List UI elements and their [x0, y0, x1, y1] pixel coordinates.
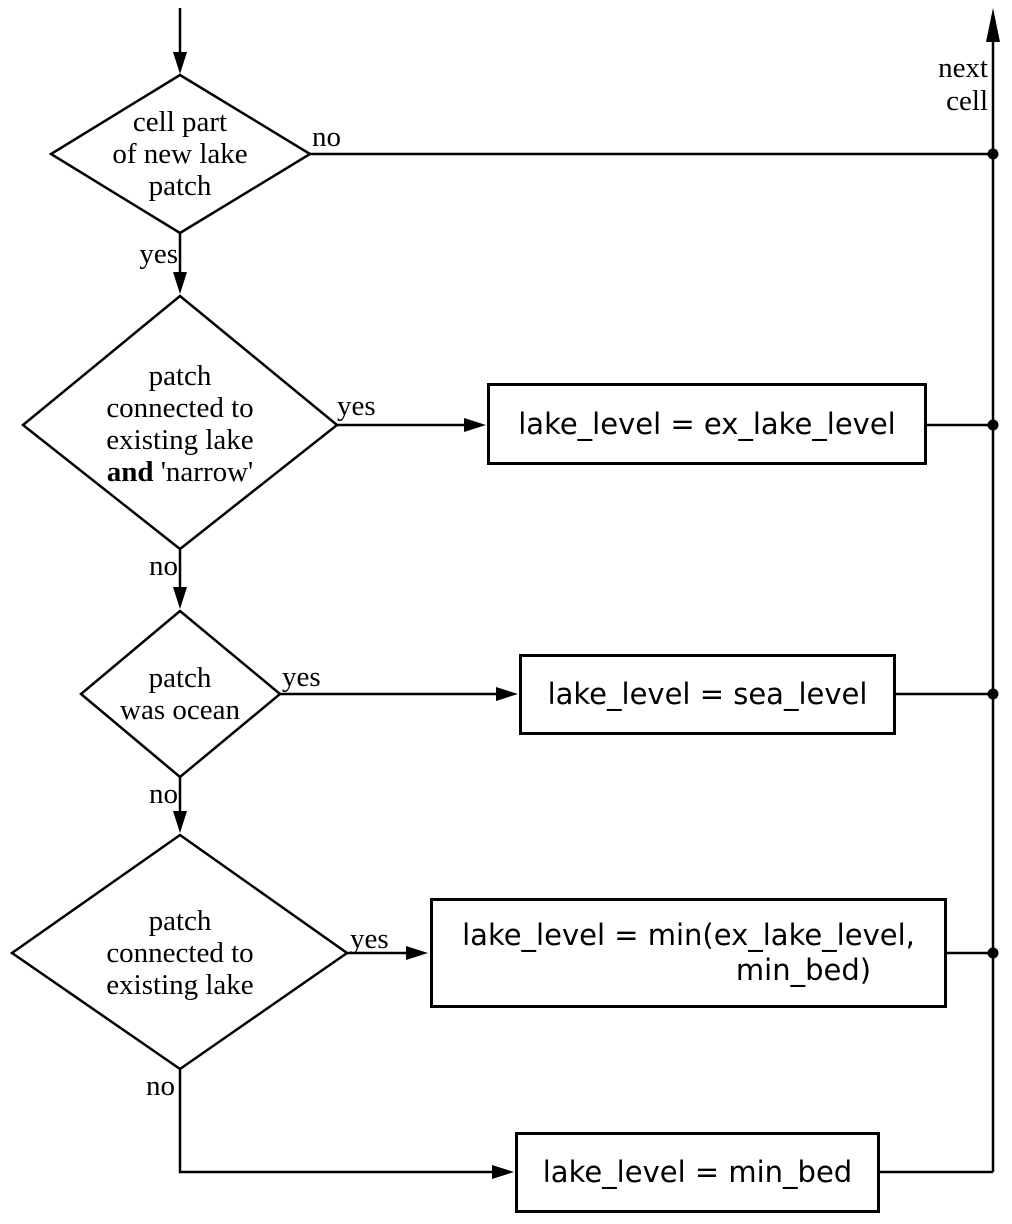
decision-2-line: and 'narrow'	[107, 456, 254, 488]
decision-diamond-connected-existing	[9, 833, 350, 1071]
no-label-d3: no	[149, 778, 178, 810]
and-bold-text: and	[106, 456, 154, 488]
process-text: lake_level = min_bed	[542, 1155, 853, 1189]
decision-3-line: patch	[148, 662, 212, 694]
next-cell-line: next	[938, 52, 988, 84]
arrowhead-into-p2-icon	[496, 687, 518, 701]
process-box-min-ex-lake-level: lake_level = min(ex_lake_level, min_bed)	[430, 898, 947, 1008]
process-text: lake_level = sea_level	[547, 677, 868, 711]
process-box-sea-level: lake_level = sea_level	[519, 654, 896, 735]
arrowhead-into-d3-icon	[173, 587, 187, 609]
process-text: lake_level = min(ex_lake_level,	[462, 918, 915, 952]
decision-2-line: patch	[148, 360, 212, 392]
next-cell-label: next cell	[898, 52, 988, 118]
decision-4-line: patch	[148, 905, 212, 937]
decision-diamond-connected-and-narrow	[21, 294, 339, 551]
no-label-d1: no	[312, 121, 341, 153]
junction-dot	[987, 947, 999, 959]
process-text: min_bed)	[735, 953, 872, 987]
junction-dot	[987, 148, 999, 160]
next-cell-line: cell	[946, 85, 988, 117]
junction-dot	[987, 419, 999, 431]
process-box-min-bed: lake_level = min_bed	[515, 1132, 880, 1213]
no-label-d4: no	[146, 1070, 175, 1102]
arrowhead-into-d4-icon	[173, 811, 187, 833]
yes-label-d4: yes	[350, 923, 389, 955]
process-text: lake_level = ex_lake_level	[518, 406, 896, 441]
decision-3-line: was ocean	[120, 694, 240, 726]
decision-3-label: patch was ocean	[60, 640, 300, 748]
edge-d4-no	[178, 1069, 496, 1174]
decision-1-label: cell part of new lake patch	[50, 86, 310, 222]
decision-1-line: patch	[148, 170, 212, 202]
decision-4-label: patch connected to existing lake	[30, 888, 330, 1018]
decision-4-line: connected to	[106, 937, 254, 969]
decision-2-line: connected to	[106, 392, 254, 424]
decision-diamond-was-ocean	[79, 609, 282, 779]
yes-label-d2: yes	[337, 390, 376, 422]
arrowhead-into-p4-icon	[492, 1165, 514, 1179]
narrow-text: 'narrow'	[153, 456, 254, 488]
decision-2-line: existing lake	[106, 424, 254, 456]
arrowhead-into-p1-icon	[464, 418, 486, 432]
arrowhead-next-cell-icon	[986, 8, 1000, 42]
yes-label-d1: yes	[139, 238, 178, 270]
decision-2-label: patch connected to existing lake and 'na…	[30, 330, 330, 518]
no-label-d2: no	[149, 550, 178, 582]
junction-dot	[987, 688, 999, 700]
arrowhead-into-d2-icon	[173, 272, 187, 294]
process-box-ex-lake-level: lake_level = ex_lake_level	[487, 383, 927, 465]
decision-4-line: existing lake	[106, 969, 254, 1001]
arrowhead-into-p3-icon	[406, 946, 428, 960]
yes-label-d3: yes	[282, 661, 321, 693]
arrowhead-into-d1-icon	[173, 52, 187, 74]
decision-1-line: of new lake	[112, 138, 248, 170]
decision-diamond-new-lake-patch	[48, 73, 313, 235]
decision-1-line: cell part	[132, 106, 228, 138]
